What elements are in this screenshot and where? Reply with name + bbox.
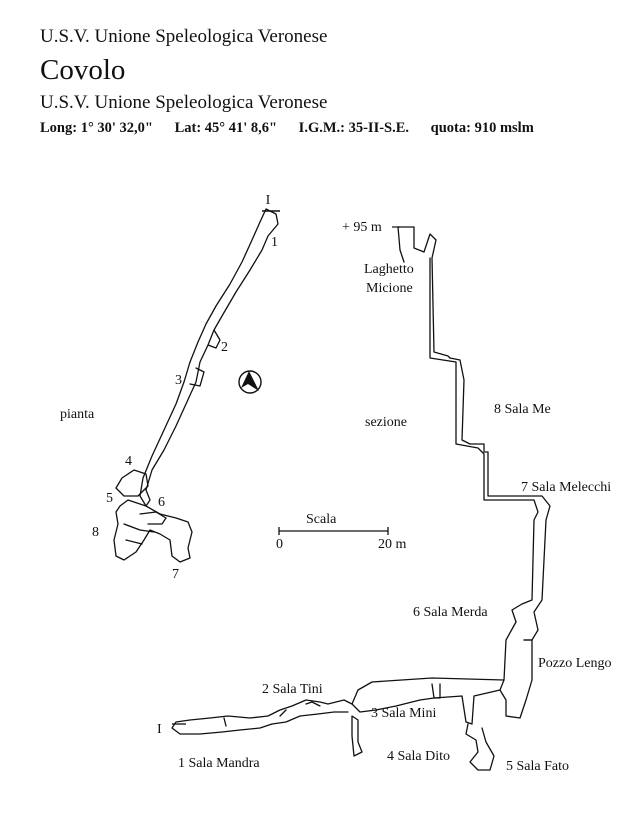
cave-name-title: Covolo xyxy=(40,54,126,86)
section-gallery-to-entrance xyxy=(171,699,353,735)
north-arrow-icon: N xyxy=(238,370,262,394)
section-pozzo-lengo xyxy=(499,621,533,719)
plan-side-passage-2 xyxy=(207,329,221,349)
altitude-value: quota: 910 mslm xyxy=(430,120,534,136)
section-sala-mini xyxy=(431,683,441,699)
longitude-value: Long: 1° 30' 32,0" xyxy=(40,120,153,136)
chamber-4-label: 4 Sala Dito xyxy=(387,749,450,764)
section-right-wall xyxy=(449,357,551,641)
laghetto-label: Laghetto xyxy=(364,262,414,277)
plan-chamber-5-8 xyxy=(113,499,193,563)
section-top-chamber xyxy=(397,226,451,359)
section-top-left-wall xyxy=(397,226,405,263)
section-gallery-detail xyxy=(223,701,321,727)
plan-entrance-label: I xyxy=(266,193,271,208)
plan-station-8: 8 xyxy=(92,525,99,540)
chamber-7-label: 7 Sala Melecchi xyxy=(521,480,611,495)
latitude-value: Lat: 45° 41' 8,6" xyxy=(174,120,278,136)
chamber-5-label: 5 Sala Fato xyxy=(506,759,569,774)
section-entrance-label: I xyxy=(157,722,162,737)
scale-bar: Scala 0 20 m xyxy=(276,512,407,552)
section-top-depth: + 95 m xyxy=(342,220,382,235)
igm-sheet-value: I.G.M.: 35-II-S.E. xyxy=(298,120,410,136)
pozzo-lengo-label: Pozzo Lengo xyxy=(538,656,611,671)
chamber-3-label: 3 Sala Mini xyxy=(371,706,436,721)
section-title: sezione xyxy=(365,415,407,430)
plan-view: I 1 2 3 4 5 6 7 8 pianta xyxy=(60,193,280,582)
plan-station-6: 6 xyxy=(158,495,165,510)
plan-station-3: 3 xyxy=(175,373,182,388)
chamber-2-label: 2 Sala Tini xyxy=(262,682,323,697)
plan-station-5: 5 xyxy=(106,491,113,506)
section-view: + 95 m Laghetto Micione sezione 8 Sala M… xyxy=(157,220,611,774)
chamber-6-label: 6 Sala Merda xyxy=(413,605,488,620)
micione-label: Micione xyxy=(366,281,413,296)
plan-side-passage-3 xyxy=(189,367,205,387)
section-sala-fato xyxy=(465,723,495,771)
section-left-wall xyxy=(429,257,539,623)
section-lower-gallery-right xyxy=(351,677,505,725)
scale-title: Scala xyxy=(306,512,337,527)
coordinates-line: Long: 1° 30' 32,0" Lat: 45° 41' 8,6" I.G… xyxy=(40,120,534,137)
plan-station-7: 7 xyxy=(172,567,179,582)
chamber-8-label: 8 Sala Me xyxy=(494,402,551,417)
scale-end-label: 20 m xyxy=(378,537,407,552)
section-sala-dito xyxy=(351,715,363,757)
club-name-second: U.S.V. Unione Speleologica Veronese xyxy=(40,92,328,113)
plan-main-passage-outline xyxy=(139,208,279,507)
plan-title: pianta xyxy=(60,407,95,422)
scale-start-label: 0 xyxy=(276,537,283,552)
plan-passage-7-inner xyxy=(123,523,155,545)
club-name-top: U.S.V. Unione Speleologica Veronese xyxy=(40,26,328,47)
chamber-1-label: 1 Sala Mandra xyxy=(178,756,260,771)
plan-chamber-4 xyxy=(115,469,149,497)
north-letter: N xyxy=(246,385,252,394)
plan-station-4: 4 xyxy=(125,454,132,469)
plan-station-1: 1 xyxy=(271,235,278,250)
plan-station-2: 2 xyxy=(221,340,228,355)
plan-passage-6 xyxy=(139,511,167,525)
